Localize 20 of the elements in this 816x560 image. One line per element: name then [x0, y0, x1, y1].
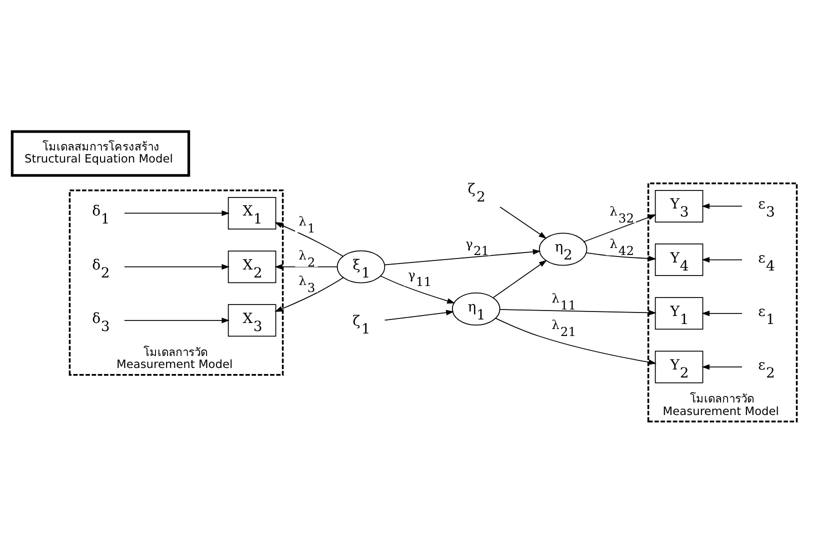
arrow — [702, 203, 743, 209]
arrow — [492, 260, 547, 298]
arrow — [384, 249, 541, 266]
arrow — [274, 264, 338, 270]
arrow — [380, 276, 456, 304]
arrow — [274, 277, 344, 312]
arrow — [584, 214, 656, 242]
arrow — [495, 318, 657, 365]
arrow — [500, 206, 547, 239]
arrow — [274, 222, 344, 257]
arrow — [702, 364, 743, 370]
arrow — [124, 264, 230, 270]
arrow — [702, 257, 743, 263]
arrow — [124, 210, 230, 216]
arrow — [384, 310, 454, 321]
arrow — [124, 318, 230, 324]
node-box: โมเดลสมการโครงสร้าง Structural Equation Model — [10, 130, 190, 177]
arrow — [500, 309, 656, 316]
arrow — [702, 310, 743, 316]
arrow — [586, 252, 656, 262]
